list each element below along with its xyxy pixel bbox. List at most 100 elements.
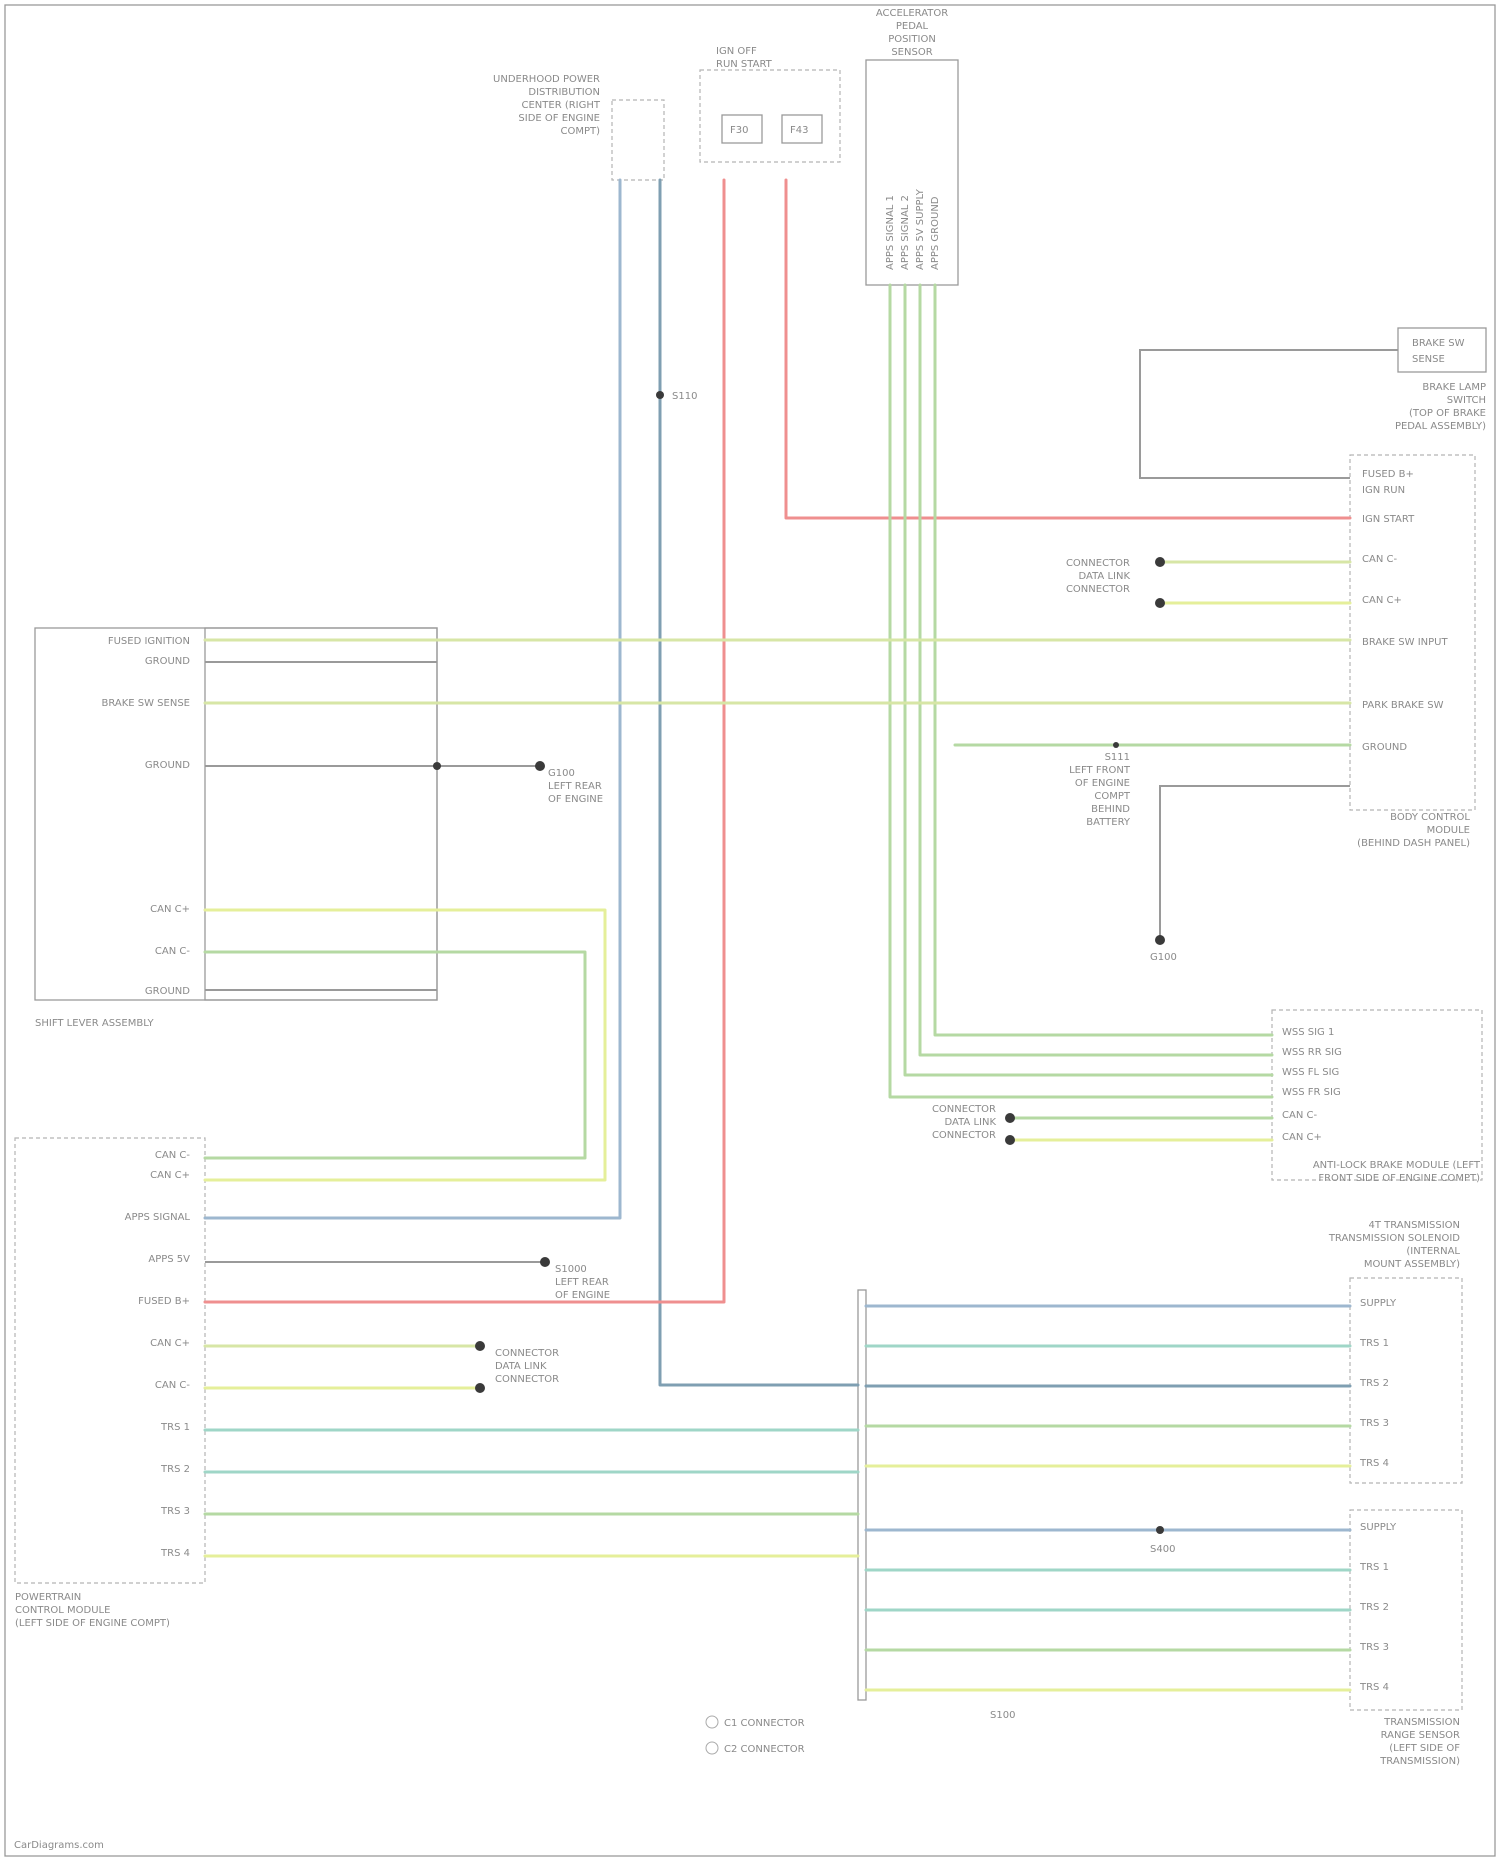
ground-note-c: OF ENGINE <box>555 1290 610 1301</box>
relay-f43: F43 <box>790 125 808 136</box>
pcm-pin-8: TRS 1 <box>160 1422 190 1433</box>
splice-s400-dot <box>1156 1526 1164 1534</box>
fuse-block-label-2: DISTRIBUTION <box>528 87 600 98</box>
fuse-block-label-3: CENTER (RIGHT <box>521 100 600 111</box>
accelerator-pedal-sensor: ACCELERATOR PEDAL POSITION SENSOR APPS S… <box>866 8 958 285</box>
pcm-pin-11: TRS 4 <box>160 1548 190 1559</box>
splice-note-c: OF ENGINE <box>1075 778 1130 789</box>
ground-dot-shift <box>433 762 441 770</box>
wire-brake-switch <box>1140 350 1398 478</box>
wire-splice-feed <box>660 180 858 1385</box>
ground-note-2a: G100 <box>548 768 575 779</box>
conn-note-3b: DATA LINK <box>495 1361 547 1372</box>
apps-label-1: ACCELERATOR <box>876 8 948 19</box>
transmission-range-sensor: SUPPLY TRS 1 TRS 2 TRS 3 TRS 4 TRANSMISS… <box>1350 1510 1462 1767</box>
trans-sol-pin-5: TRS 4 <box>1359 1458 1389 1469</box>
ground-note-b: LEFT REAR <box>555 1277 609 1288</box>
abs-conn-dot-2 <box>1005 1135 1015 1145</box>
shift-pin-5: CAN C+ <box>150 904 190 915</box>
ground-dot-right <box>1155 935 1165 945</box>
wires <box>205 180 1398 1690</box>
pcm-pin-9: TRS 2 <box>160 1464 190 1475</box>
apps-label-4: SENSOR <box>891 47 932 58</box>
abs-pin-2: WSS RR SIG <box>1282 1047 1342 1058</box>
abs-pin-5: CAN C- <box>1282 1110 1317 1121</box>
bcm-pin-5: CAN C+ <box>1362 595 1402 606</box>
connector-legend: C1 CONNECTOR C2 CONNECTOR <box>706 1716 805 1755</box>
conn-note-2b: DATA LINK <box>945 1117 997 1128</box>
brake-pin-1: BRAKE SW <box>1412 338 1465 349</box>
pcm-pin-4: APPS 5V <box>148 1254 190 1265</box>
pcm-pin-7: CAN C- <box>155 1380 190 1391</box>
conn-note-1c: CONNECTOR <box>1066 584 1130 595</box>
trans-sol-label-3: (INTERNAL <box>1406 1246 1460 1257</box>
bcm-pin-1: FUSED B+ <box>1362 469 1414 480</box>
splice-s400-label: S400 <box>1150 1544 1175 1555</box>
pcm-pin-10: TRS 3 <box>160 1506 190 1517</box>
inline-connector-c1 <box>858 1290 866 1700</box>
shift-lever-assembly: FUSED IGNITION GROUND BRAKE SW SENSE GRO… <box>35 628 437 1029</box>
trans-sol-label-2: TRANSMISSION SOLENOID <box>1328 1233 1460 1244</box>
ignition-relay-block: IGN OFF RUN START F30 F43 <box>700 46 840 162</box>
pcm-pin-6: CAN C+ <box>150 1338 190 1349</box>
bcm-pin-4: CAN C- <box>1362 554 1397 565</box>
abs-pin-4: WSS FR SIG <box>1282 1087 1341 1098</box>
conn-note-1b: DATA LINK <box>1079 571 1131 582</box>
pcm-conn-dot-2 <box>475 1383 485 1393</box>
anti-lock-brake-module: WSS SIG 1 WSS RR SIG WSS FL SIG WSS FR S… <box>1272 1010 1482 1184</box>
shift-pin-1: FUSED IGNITION <box>108 636 190 647</box>
footer-watermark: CarDiagrams.com <box>14 1840 104 1851</box>
legend-c1: C1 CONNECTOR <box>724 1718 805 1729</box>
ign-label-1: IGN OFF <box>716 46 757 57</box>
abs-conn-dot-1 <box>1005 1113 1015 1123</box>
trs-label-2: RANGE SENSOR <box>1381 1730 1460 1741</box>
brake-label-4: PEDAL ASSEMBLY) <box>1395 421 1486 432</box>
splice-note-e: BEHIND <box>1091 804 1130 815</box>
connector-dot-1 <box>1155 557 1165 567</box>
fuse-block-label-5: COMPT) <box>560 126 600 137</box>
shift-pin-7: GROUND <box>145 986 190 997</box>
trs-pin-4: TRS 3 <box>1359 1642 1389 1653</box>
ground-note-2b: LEFT REAR <box>548 781 602 792</box>
bcm-label-2: MODULE <box>1427 825 1470 836</box>
brake-label-1: BRAKE LAMP <box>1422 382 1486 393</box>
splice-note-a: S111 <box>1105 752 1130 763</box>
abs-pin-6: CAN C+ <box>1282 1132 1322 1143</box>
apps-pin-2: APPS SIGNAL 2 <box>900 195 911 270</box>
apps-pin-3: APPS 5V SUPPLY <box>915 188 926 270</box>
pcm-label-3: (LEFT SIDE OF ENGINE COMPT) <box>15 1618 170 1629</box>
trs-pin-5: TRS 4 <box>1359 1682 1389 1693</box>
apps-pin-1: APPS SIGNAL 1 <box>885 195 896 270</box>
legend-c2: C2 CONNECTOR <box>724 1744 805 1755</box>
wire-apps-1 <box>890 285 1272 1097</box>
splice-note-d: COMPT <box>1094 791 1131 802</box>
conn-note-3a: CONNECTOR <box>495 1348 559 1359</box>
brake-label-3: (TOP OF BRAKE <box>1409 408 1486 419</box>
powertrain-control-module: CAN C- CAN C+ APPS SIGNAL APPS 5V FUSED … <box>15 1138 205 1629</box>
pcm-label-2: CONTROL MODULE <box>15 1605 110 1616</box>
shift-pin-6: CAN C- <box>155 946 190 957</box>
splice-label: S110 <box>672 391 697 402</box>
fuse-block-label-4: SIDE OF ENGINE <box>518 113 600 124</box>
trs-label-3: (LEFT SIDE OF <box>1389 1743 1460 1754</box>
brake-lamp-switch: BRAKE SW SENSE BRAKE LAMP SWITCH (TOP OF… <box>1395 328 1486 432</box>
shift-label: SHIFT LEVER ASSEMBLY <box>35 1018 154 1029</box>
connector-dot-2 <box>1155 598 1165 608</box>
trs-pin-1: SUPPLY <box>1360 1522 1397 1533</box>
bcm-pin-7: PARK BRAKE SW <box>1362 700 1444 711</box>
apps-pin-4: APPS GROUND <box>930 196 941 270</box>
splice-s100-label: S100 <box>990 1710 1015 1721</box>
brake-pin-2: SENSE <box>1412 354 1445 365</box>
ground-dot-pcm <box>540 1257 550 1267</box>
abs-label-2: FRONT SIDE OF ENGINE COMPT) <box>1318 1173 1480 1184</box>
bcm-pin-2: IGN RUN <box>1362 485 1405 496</box>
trans-sol-pin-4: TRS 3 <box>1359 1418 1389 1429</box>
ground-note-2c: OF ENGINE <box>548 794 603 805</box>
wire-can-minus-shift <box>205 952 585 1158</box>
brake-label-2: SWITCH <box>1447 395 1486 406</box>
splice-dot <box>656 391 664 399</box>
apps-label-2: PEDAL <box>896 21 929 32</box>
trs-label-4: TRANSMISSION) <box>1379 1756 1460 1767</box>
